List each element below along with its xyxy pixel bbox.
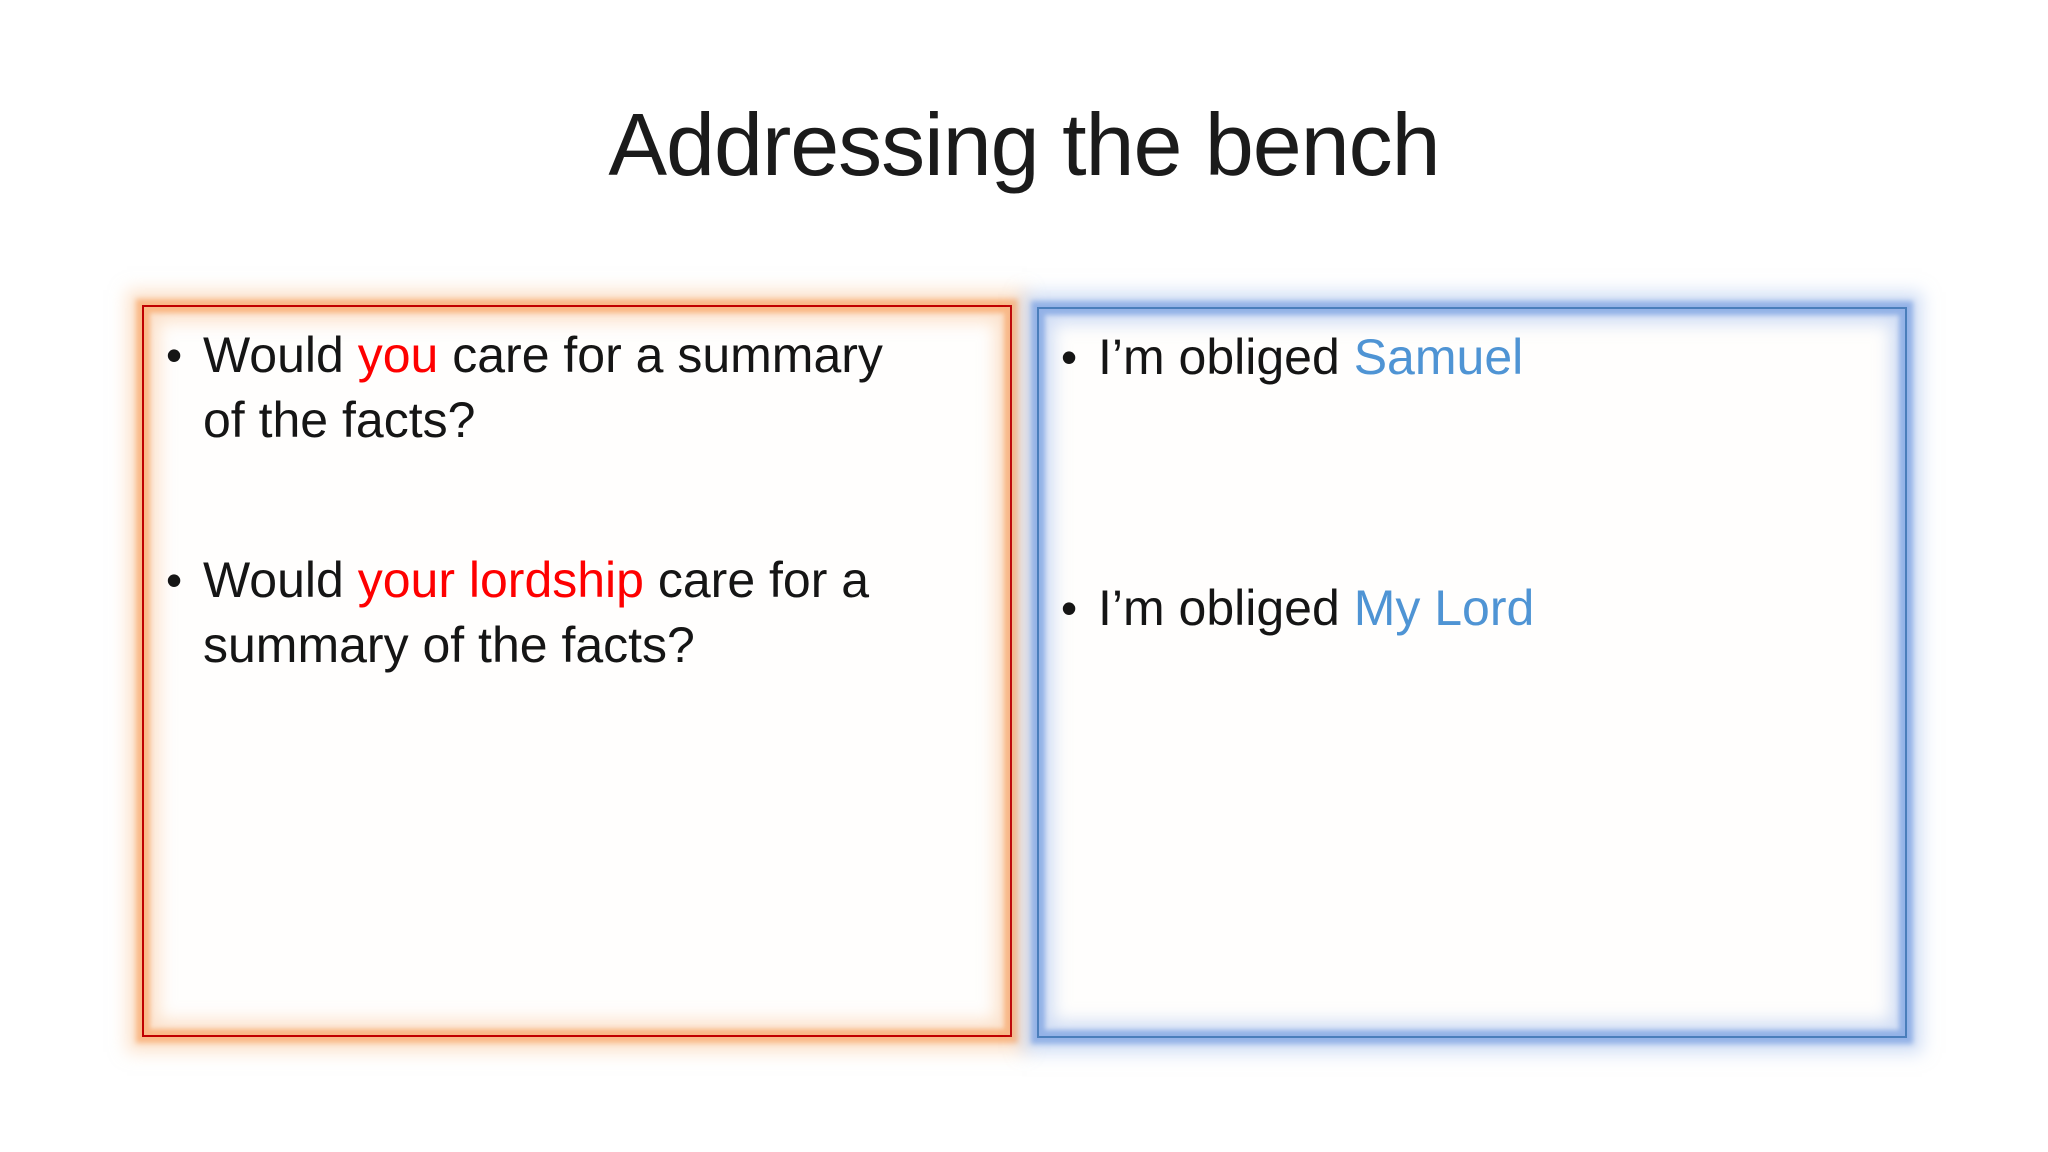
slide-title: Addressing the bench (608, 95, 1440, 194)
text-segment: care for a summary of the facts? (203, 327, 883, 448)
text-segment: Would (203, 552, 358, 608)
bullet-text: I’m obliged Samuel (1098, 325, 1798, 390)
left-bullet-list: • Would you care for a summary of the fac… (144, 307, 1010, 678)
emphasis-segment: you (357, 327, 439, 383)
bullet-glyph: • (1061, 582, 1078, 634)
bullet-item: • Would your lordship care for a summary … (166, 548, 1010, 678)
text-segment: Would (203, 327, 358, 383)
text-segment: care for a summary of the facts? (203, 552, 870, 673)
bullet-item: • I’m obliged My Lord (1061, 576, 1905, 641)
bullet-text: I’m obliged My Lord (1098, 576, 1798, 641)
bullet-glyph: • (166, 329, 183, 381)
emphasis-segment: your lordship (357, 552, 644, 608)
bullet-text: Would your lordship care for a summary o… (203, 548, 903, 678)
right-bullet-list: • I’m obliged Samuel • I’m obliged My Lord (1039, 309, 1905, 641)
bullet-glyph: • (1061, 331, 1078, 383)
emphasis-segment: My Lord (1353, 580, 1535, 636)
right-panel: • I’m obliged Samuel • I’m obliged My Lord (1037, 307, 1907, 1038)
bullet-item: • I’m obliged Samuel (1061, 325, 1905, 390)
left-panel: • Would you care for a summary of the fac… (142, 305, 1012, 1037)
emphasis-segment: Samuel (1353, 329, 1524, 385)
bullet-text: Would you care for a summary of the fact… (203, 323, 903, 453)
text-segment: I’m obliged (1098, 580, 1354, 636)
bullet-item: • Would you care for a summary of the fac… (166, 323, 1010, 453)
text-segment: I’m obliged (1098, 329, 1354, 385)
bullet-glyph: • (166, 554, 183, 606)
